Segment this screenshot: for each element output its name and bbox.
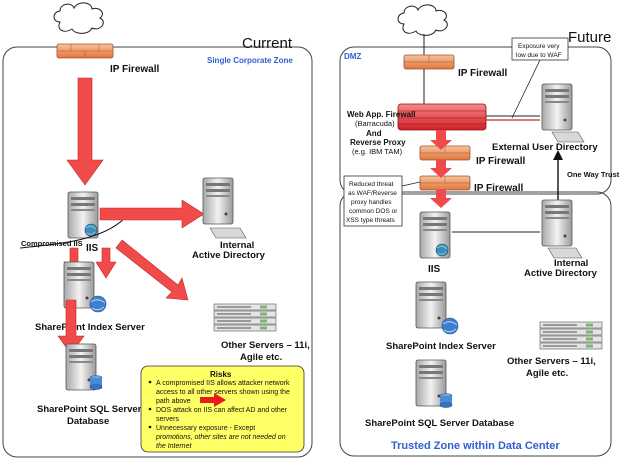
current-ad-label-1: Internal xyxy=(220,240,254,251)
current-sql-label-1: SharePoint SQL Server xyxy=(37,404,142,415)
waf-label-1: Web App. Firewall xyxy=(347,110,415,119)
attack-arrow-other xyxy=(115,239,189,301)
future-internet-cloud-icon xyxy=(397,4,448,36)
current-sql-label-2: Database xyxy=(67,416,109,427)
risk-3-line-3: the Internet xyxy=(156,443,192,450)
waf-label-4: Reverse Proxy xyxy=(350,138,406,147)
exposure-note-line-2: low due to WAF xyxy=(516,52,562,59)
firewall-icon xyxy=(56,43,114,59)
risk-1-line-2: access to all other servers shown using … xyxy=(156,389,290,396)
risk-2-line-1: DOS attack on IIS can affect AD and othe… xyxy=(156,407,288,414)
future-firewall-top-label: IP Firewall xyxy=(458,68,508,79)
current-ad-label-2: Active Directory xyxy=(192,250,266,261)
current-panel: Current Single Corporate Zone IP Firewal… xyxy=(2,2,313,458)
internet-cloud-icon xyxy=(53,2,104,34)
ad-server-icon xyxy=(202,177,234,225)
compromised-label: Compromised IIS xyxy=(21,239,83,248)
future-index-server-icon xyxy=(415,281,447,329)
current-other-label-1: Other Servers – 11i, xyxy=(221,340,310,351)
trusted-zone-border xyxy=(339,191,612,457)
trusted-zone-label: Trusted Zone within Data Center xyxy=(391,440,560,452)
waf-appliance-icon xyxy=(397,103,487,131)
threat-note-line-1: Reduced threat xyxy=(349,181,394,188)
risks-box: Risks A compromised IIS allows attacker … xyxy=(140,365,305,453)
current-firewall-label: IP Firewall xyxy=(110,64,160,75)
external-ud-keyboard-icon xyxy=(551,131,585,143)
one-way-trust-arrowhead-icon xyxy=(553,150,563,160)
future-iis-globe-icon xyxy=(435,243,449,257)
future-ad-label-2: Active Directory xyxy=(524,268,598,279)
future-firewall-mid-label: IP Firewall xyxy=(476,156,526,167)
future-database-icon xyxy=(439,393,453,408)
compromise-curve xyxy=(19,211,131,249)
threat-note-line-4: common DOS or xyxy=(349,208,398,215)
future-arrow-1 xyxy=(430,130,452,150)
other-servers-rack-icon xyxy=(213,303,277,332)
risk-1-line-3: path above xyxy=(156,398,191,405)
attack-arrow-short-right xyxy=(95,247,117,279)
globe-icon xyxy=(84,223,98,237)
future-other-label-2: Agile etc. xyxy=(526,368,568,379)
future-firewall-top-icon xyxy=(403,54,455,70)
future-firewall-low-label: IP Firewall xyxy=(474,183,524,194)
waf-label-5: (e.g. IBM TAM) xyxy=(352,147,403,156)
future-arrow-2 xyxy=(430,160,452,178)
future-iis-label: IIS xyxy=(428,264,441,275)
ad-keyboard-icon xyxy=(209,227,247,239)
future-index-globe-icon xyxy=(441,317,459,335)
future-other-servers-rack-icon xyxy=(539,321,603,350)
current-index-label: SharePoint Index Server xyxy=(35,322,145,333)
index-globe-icon xyxy=(89,295,107,313)
dmz-label: DMZ xyxy=(344,52,361,61)
current-zone-label: Single Corporate Zone xyxy=(207,56,293,65)
waf-label-2: (Barracuda) xyxy=(355,119,395,128)
attack-arrow-ad xyxy=(99,199,205,229)
future-ad-keyboard-icon xyxy=(547,247,583,259)
current-heading: Current xyxy=(242,35,293,52)
database-icon xyxy=(89,375,103,390)
exposure-note-line-1: Exposure very xyxy=(518,43,560,50)
future-panel: Future DMZ IP Firewall Exposure very low… xyxy=(339,4,620,457)
future-ad-server-icon xyxy=(541,199,573,247)
waf-label-3: And xyxy=(366,129,382,138)
one-way-trust-label: One Way Trust xyxy=(567,170,620,179)
future-firewall-mid-icon xyxy=(419,145,471,161)
threat-note-line-3: proxy handles xyxy=(351,199,392,206)
future-sql-label: SharePoint SQL Server Database xyxy=(365,418,514,429)
future-heading: Future xyxy=(568,29,611,46)
risks-title: Risks xyxy=(210,370,232,379)
risk-1-line-1: A compromised IIS allows attacker networ… xyxy=(156,380,290,387)
exposure-note: Exposure very low due to WAF xyxy=(511,37,569,119)
risk-3-line-1: Unnecessary exposure - Except xyxy=(156,425,255,432)
future-other-label-1: Other Servers – 11i, xyxy=(507,356,596,367)
future-arrow-3 xyxy=(430,190,452,208)
risk-3-line-2: promotions, other sites are not needed o… xyxy=(155,434,286,441)
threat-note-line-2: as WAF/Reverse xyxy=(348,190,397,197)
future-ad-label-1: Internal xyxy=(554,258,588,269)
current-iis-label: IIS xyxy=(86,243,99,254)
current-other-label-2: Agile etc. xyxy=(240,352,282,363)
future-firewall-low-icon xyxy=(419,175,471,191)
threat-note: Reduced threat as WAF/Reverse proxy hand… xyxy=(343,175,421,227)
attack-arrow-down xyxy=(66,77,104,186)
risk-2-line-2: servers xyxy=(156,416,179,423)
threat-note-line-5: XSS type threats xyxy=(346,217,396,224)
risk-path-arrow-icon xyxy=(200,393,226,407)
external-ud-label: External User Directory xyxy=(492,142,598,153)
current-zone-border xyxy=(2,46,313,458)
future-index-label: SharePoint Index Server xyxy=(386,341,496,352)
dmz-zone-border xyxy=(339,46,612,195)
external-ud-server-icon xyxy=(541,83,573,131)
